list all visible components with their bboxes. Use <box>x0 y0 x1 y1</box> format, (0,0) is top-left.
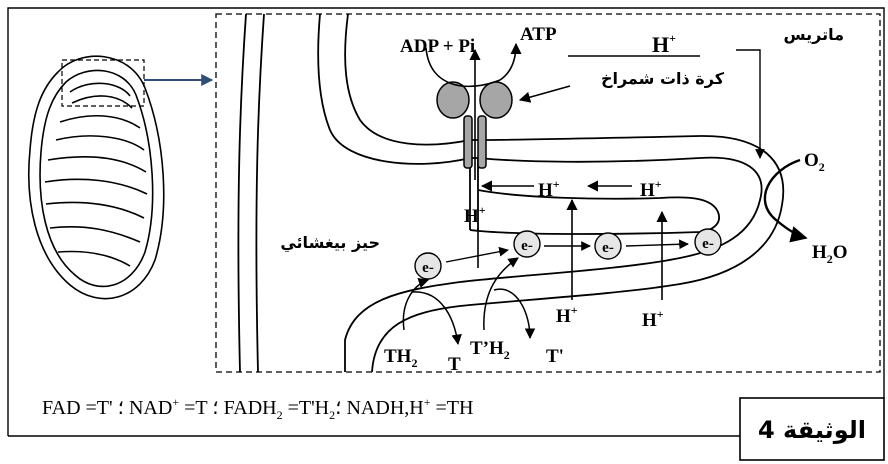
synthase-pointer <box>520 86 570 100</box>
electron-label-3: e- <box>602 240 614 256</box>
electron-label-2: e- <box>521 238 533 254</box>
h-sup: + <box>669 31 676 45</box>
electron-label-4: e- <box>702 236 714 252</box>
o2-label: O2 <box>804 150 825 174</box>
h-text: H <box>652 32 669 57</box>
matrix-label: ماتريس <box>784 25 845 44</box>
adp-pi-label: ADP + Pi <box>400 36 475 57</box>
document-label-box: الوثيقة 4 <box>740 398 884 460</box>
atp-synthase-label: كرة ذات شمراخ <box>601 69 725 88</box>
th2-label: TH2 <box>384 346 417 370</box>
electron-transfer-arrows <box>446 244 688 262</box>
legend-line: FAD =T' ؛ NAD+ =T ؛ FADH2 =T'H2؛ NADH,H+… <box>42 395 473 422</box>
h-plus-left: H+ <box>464 203 486 227</box>
tprime-h2-label: T’H2 <box>470 338 510 362</box>
t-label: T <box>448 354 461 375</box>
matrix-h-label: H+ <box>652 31 676 57</box>
proton-arrows <box>478 186 662 300</box>
electron-label-1: e- <box>422 260 434 276</box>
tprime-label: T' <box>546 346 564 367</box>
document-label: الوثيقة 4 <box>758 416 866 444</box>
h-plus-bottom-mid: H+ <box>556 303 578 327</box>
oxygen-reduction-arrow <box>765 160 806 238</box>
atp-label: ATP <box>520 24 557 45</box>
h-plus-bottom-right: H+ <box>642 307 664 331</box>
h2o-label: H2O <box>812 242 848 266</box>
intermembrane-space-label: حيز بيغشائي <box>280 233 380 253</box>
